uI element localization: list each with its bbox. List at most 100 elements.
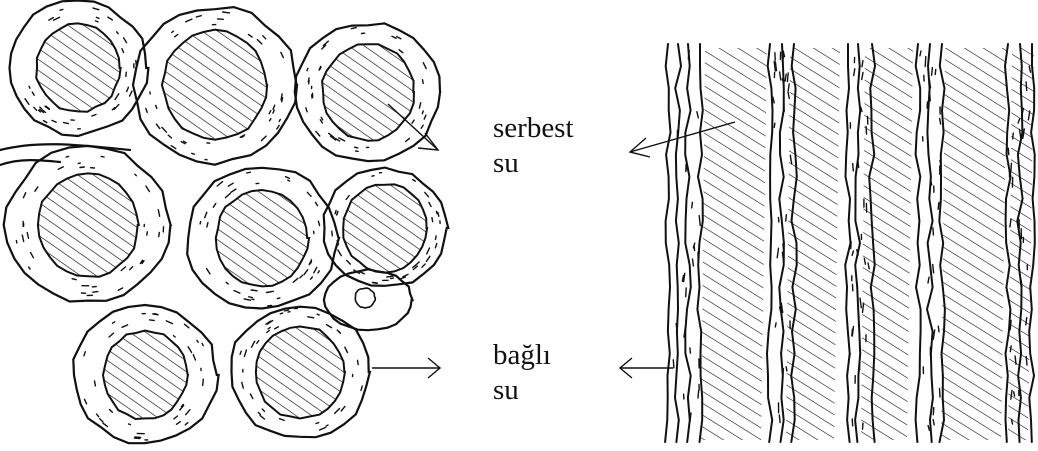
- bound-water-dash: [933, 335, 934, 339]
- bound-water-dash: [156, 105, 157, 108]
- bound-water-dash: [29, 267, 31, 269]
- bound-water-dash: [84, 352, 85, 356]
- bound-water-dash: [130, 91, 132, 96]
- bound-water-dash: [786, 367, 787, 371]
- bound-water-dash: [234, 291, 240, 294]
- bound-water-dash: [130, 267, 133, 270]
- bound-water-dash: [66, 156, 68, 157]
- bound-water-dash: [361, 386, 362, 390]
- bound-water-dash: [351, 28, 356, 29]
- bound-water-dash: [1010, 346, 1011, 352]
- bound-water-dash: [188, 347, 192, 353]
- bound-water-dash: [158, 210, 159, 217]
- bound-water-dash: [413, 180, 416, 182]
- bound-water-dash: [247, 172, 251, 173]
- bound-water-dash: [100, 419, 103, 422]
- bound-water-dash: [783, 244, 784, 252]
- bound-water-dash: [788, 84, 789, 91]
- bound-water-dash: [52, 120, 56, 122]
- bound-water-dash: [858, 159, 859, 167]
- bound-water-dash: [156, 124, 159, 129]
- bound-water-dash: [788, 92, 789, 98]
- lumen-band: [941, 48, 1007, 440]
- bound-water-dash: [263, 36, 266, 39]
- bound-water-dash: [424, 115, 426, 119]
- bound-water-dash: [174, 336, 176, 337]
- bound-water-dash: [327, 325, 332, 328]
- bound-water-dash: [314, 267, 317, 272]
- bound-water-dash: [423, 80, 424, 84]
- bound-water-dash: [429, 202, 431, 206]
- bound-water-dash: [406, 138, 410, 141]
- bound-water-dash: [698, 391, 699, 399]
- fiber-cell: [187, 168, 339, 309]
- bound-water-dash: [127, 87, 129, 91]
- bound-water-dash: [262, 409, 264, 411]
- bound-water-dash: [432, 218, 433, 222]
- bound-water-dash: [779, 415, 780, 423]
- free-water-label-line2: su: [493, 147, 519, 179]
- bound-water-dash: [306, 108, 307, 112]
- bound-water-dash: [372, 176, 374, 177]
- bound-water-dash: [774, 123, 775, 127]
- fiber-wall-line: [697, 44, 702, 442]
- fiber-wall-line: [916, 44, 921, 442]
- bound-water-dash: [242, 382, 244, 388]
- bound-water-dash: [412, 120, 414, 123]
- bound-water-dash: [273, 105, 275, 109]
- fiber-wall-line: [779, 44, 784, 442]
- bound-water-dash: [1026, 82, 1027, 91]
- bound-water-dash: [940, 389, 941, 398]
- bound-water-dash: [934, 330, 935, 335]
- lumen-band: [701, 48, 767, 440]
- bound-water-dash: [781, 349, 782, 355]
- bound-water-label-line2: su: [493, 374, 519, 406]
- bound-water-dash: [422, 111, 423, 114]
- bound-water-dash: [938, 326, 939, 332]
- bound-water-dash: [273, 110, 274, 113]
- bound-water-dash: [318, 221, 319, 225]
- bound-water-dash: [250, 394, 252, 399]
- bound-water-dash: [103, 423, 108, 427]
- bound-water-dash: [693, 259, 694, 266]
- bound-water-dash: [200, 222, 201, 224]
- bound-water-dash: [935, 69, 936, 74]
- bound-water-dash: [135, 437, 141, 438]
- bound-water-dash: [1013, 133, 1014, 139]
- bound-water-dash: [862, 61, 863, 67]
- bound-water-dash: [171, 146, 176, 149]
- bound-water-dash: [286, 177, 290, 179]
- bound-water-dash: [436, 236, 437, 240]
- bound-water-dash: [413, 266, 415, 268]
- bound-water-dash: [320, 427, 326, 430]
- bound-water-dash: [688, 50, 689, 59]
- fiber-wall-line: [675, 44, 681, 442]
- fiber-cell: [295, 23, 440, 161]
- bound-water-dash: [315, 202, 317, 205]
- bound-water-dash: [438, 212, 439, 216]
- bound-water-dash: [930, 92, 931, 101]
- bound-water-dash: [1026, 357, 1027, 366]
- bound-water-dash: [392, 36, 396, 38]
- bound-water-dash: [307, 192, 311, 196]
- bound-water-dash: [223, 12, 230, 13]
- bound-water-dash: [34, 107, 37, 110]
- bound-water-dash: [309, 81, 310, 84]
- bound-water-dash: [95, 21, 98, 22]
- bound-water-dash: [64, 123, 69, 124]
- bound-water-dash: [126, 72, 127, 76]
- bound-water-dash: [240, 351, 241, 354]
- bound-water-dash: [928, 426, 929, 431]
- bound-water-dash: [207, 223, 208, 227]
- bound-water-dash: [226, 282, 228, 284]
- bound-water-dash: [225, 193, 230, 197]
- bound-water-dash: [318, 271, 319, 273]
- bound-water-dash: [1008, 148, 1009, 155]
- bound-water-dash: [251, 290, 257, 291]
- fiber-cell: [73, 305, 218, 443]
- bound-water-dash: [1014, 392, 1015, 396]
- bound-water-dash: [260, 416, 264, 420]
- bound-water-dash: [280, 419, 285, 421]
- bound-water-dash: [345, 347, 348, 352]
- bound-water-dash: [277, 298, 280, 299]
